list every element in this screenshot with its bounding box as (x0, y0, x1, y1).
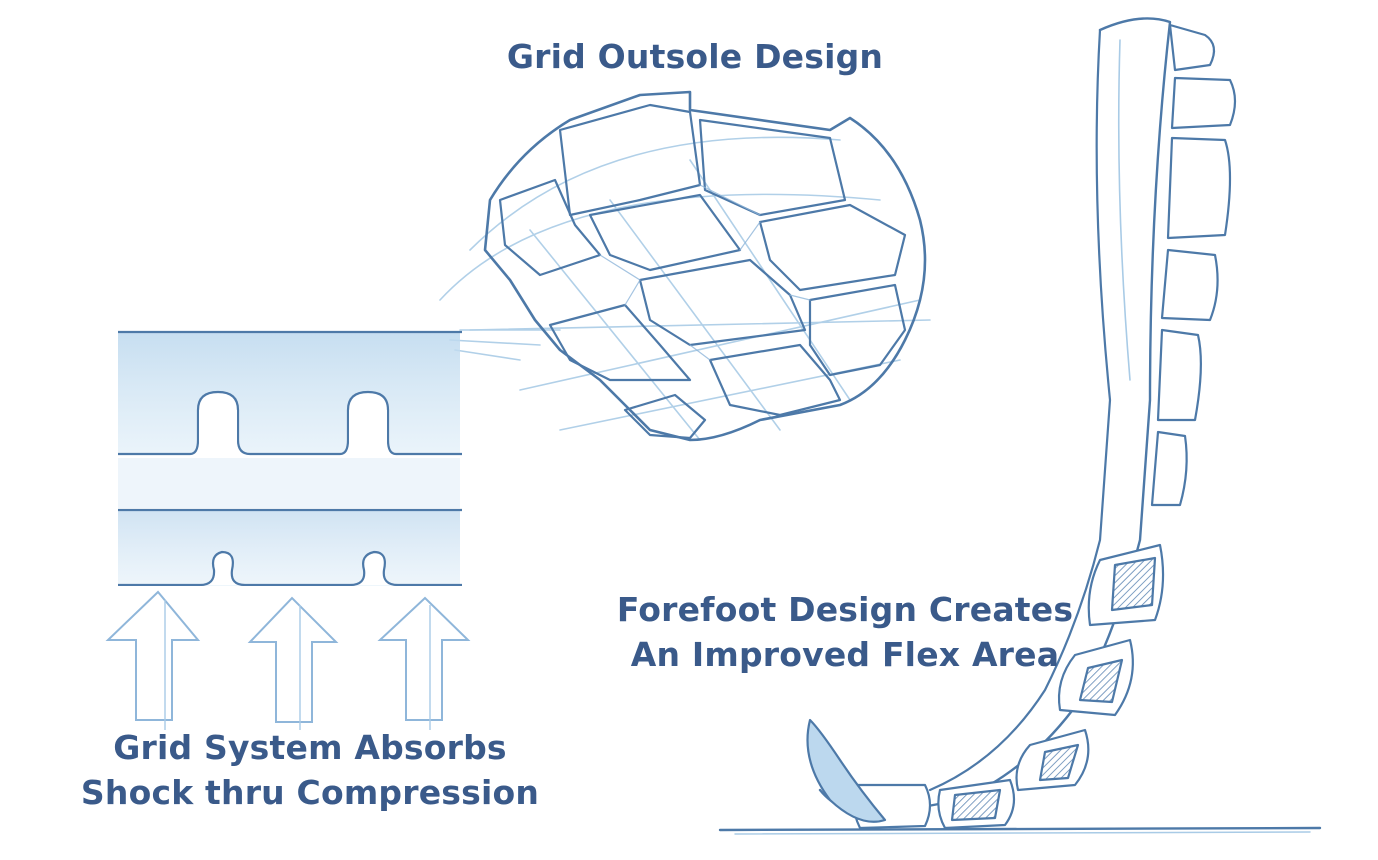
grid-system-caption-line2: Shock thru Compression (80, 772, 540, 812)
grid-outsole-sketch (439, 90, 931, 442)
grid-cross-section-sketch (105, 330, 471, 730)
forefoot-caption-line2: An Improved Flex Area (630, 634, 1060, 674)
forefoot-flex-sketch (718, 17, 1322, 835)
forefoot-caption-line1: Forefoot Design Creates (616, 590, 1074, 629)
grid-system-caption-line1: Grid System Absorbs (113, 728, 507, 767)
forefoot-caption: Forefoot Design Creates An Improved Flex… (585, 588, 1105, 677)
grid-outsole-title-text: Grid Outsole Design (506, 37, 884, 76)
grid-outsole-title: Grid Outsole Design (470, 35, 920, 80)
grid-system-caption: Grid System Absorbs Shock thru Compressi… (60, 726, 560, 815)
